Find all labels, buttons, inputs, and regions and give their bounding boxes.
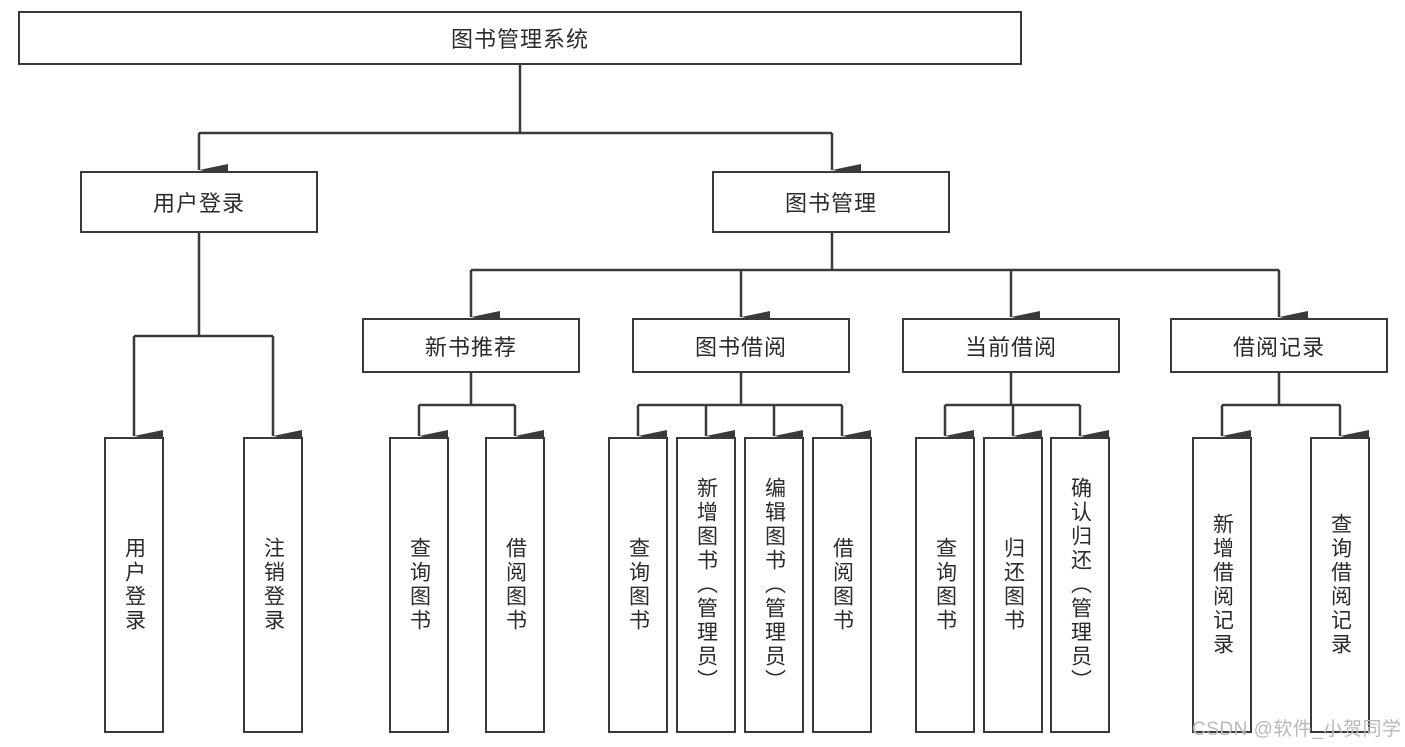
node-label: 新增借阅记录 (1210, 513, 1234, 657)
connector-book-borrow-to-leaves (636, 373, 871, 442)
node-label: 图书借阅 (694, 334, 787, 360)
node-root[interactable]: 图书管理系统 (18, 11, 1022, 65)
node-current-borrow[interactable]: 当前借阅 (902, 318, 1120, 373)
node-book-borrow[interactable]: 图书借阅 (632, 318, 850, 373)
node-label: 新书推荐 (424, 334, 517, 360)
connector-new-book-recommend-to-leaves (417, 373, 544, 442)
node-label: 用户登录 (122, 537, 146, 633)
node-label: 图书管理 (784, 191, 877, 216)
node-label: 当前借阅 (964, 334, 1057, 360)
node-label: 归还图书 (1001, 537, 1025, 633)
node-label: 借阅记录 (1232, 334, 1325, 360)
node-label: 注销登录 (261, 537, 285, 633)
node-label: 借阅图书 (503, 537, 527, 633)
node-book-manage[interactable]: 图书管理 (712, 171, 950, 233)
csdn-watermark: CSDN @软件_小贺同学 (1192, 719, 1402, 740)
node-borrow-record[interactable]: 借阅记录 (1170, 318, 1388, 373)
connector-borrow-record-to-leaves (1220, 373, 1369, 442)
connector-book-manage-to-level3 (469, 233, 1308, 323)
node-leaf-user-logout[interactable]: 注销登录 (243, 437, 303, 733)
node-leaf-query-book-c[interactable]: 查询图书 (915, 437, 975, 733)
node-new-book-recommend[interactable]: 新书推荐 (362, 318, 580, 373)
node-label: 借阅图书 (830, 537, 854, 633)
node-label: 新增图书（管理员） (694, 477, 718, 693)
node-label: 查询图书 (407, 537, 431, 633)
node-label: 编辑图书（管理员） (762, 477, 786, 693)
node-leaf-edit-book[interactable]: 编辑图书（管理员） (744, 437, 804, 733)
node-label: 图书管理系统 (450, 27, 589, 52)
node-leaf-return-book[interactable]: 归还图书 (983, 437, 1043, 733)
node-label: 用户登录 (152, 191, 245, 216)
node-label: 查询图书 (933, 537, 957, 633)
connector-user-login-to-leaves (132, 233, 302, 442)
node-label: 确认归还（管理员） (1068, 477, 1092, 693)
connector-current-borrow-to-leaves (943, 373, 1109, 442)
node-leaf-borrow-book-a[interactable]: 借阅图书 (485, 437, 545, 733)
node-leaf-user-login[interactable]: 用户登录 (104, 437, 164, 733)
node-leaf-query-record[interactable]: 查询借阅记录 (1310, 437, 1370, 733)
node-leaf-add-book[interactable]: 新增图书（管理员） (676, 437, 736, 733)
node-leaf-borrow-book-b[interactable]: 借阅图书 (812, 437, 872, 733)
node-leaf-query-book-a[interactable]: 查询图书 (389, 437, 449, 733)
connector-root-to-level2 (197, 65, 861, 176)
node-leaf-confirm-return[interactable]: 确认归还（管理员） (1050, 437, 1110, 733)
node-leaf-add-record[interactable]: 新增借阅记录 (1192, 437, 1252, 733)
node-label: 查询借阅记录 (1328, 513, 1352, 657)
node-leaf-query-book-b[interactable]: 查询图书 (608, 437, 668, 733)
node-user-login[interactable]: 用户登录 (80, 171, 318, 233)
node-label: 查询图书 (626, 537, 650, 633)
